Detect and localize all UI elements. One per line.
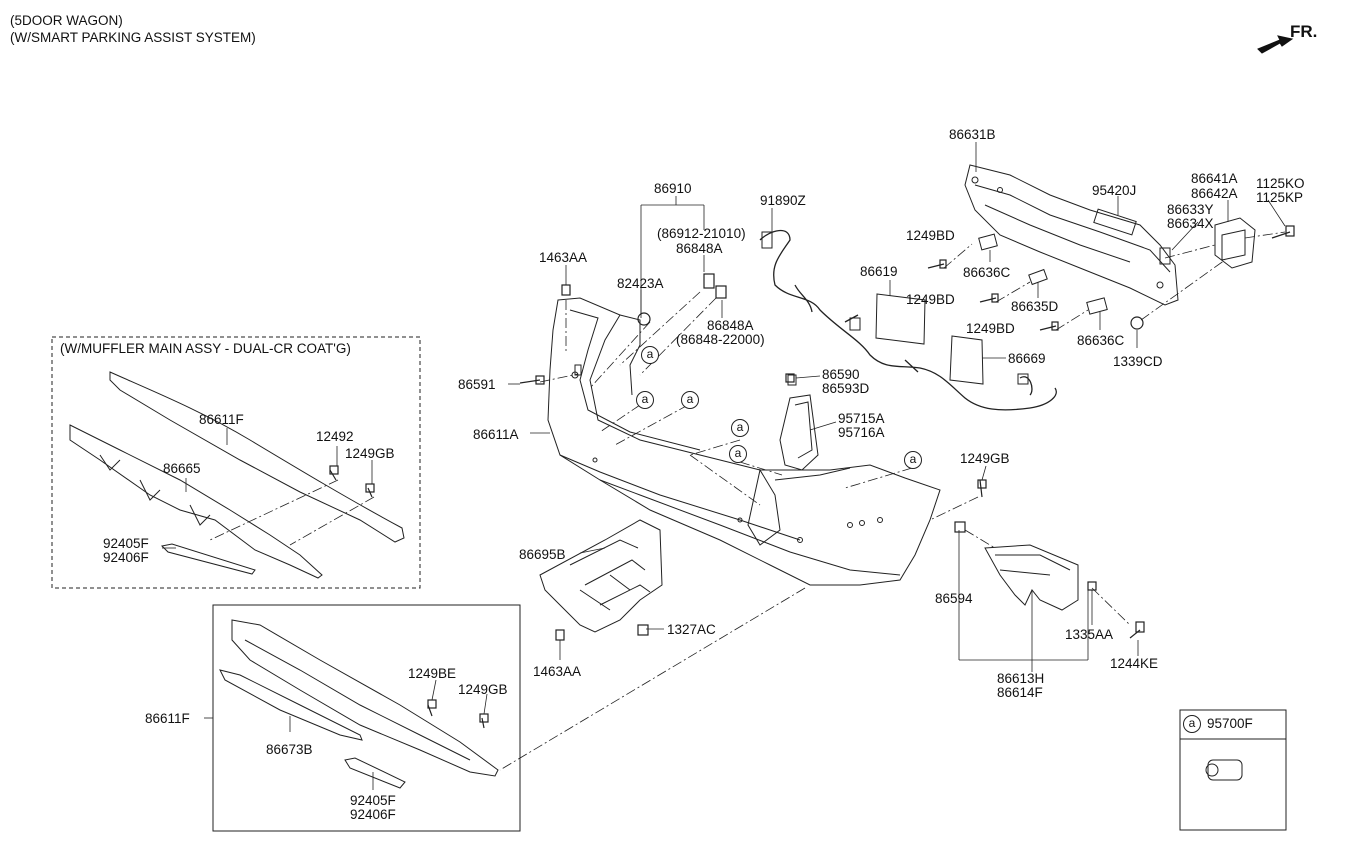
label-plate-86669 xyxy=(949,335,984,385)
part-label-12492: 12492 xyxy=(316,429,354,444)
part-label-92406F: 92406F xyxy=(103,550,149,565)
part-label-86635D: 86635D xyxy=(1011,299,1059,314)
part-label-1249BE: 1249BE xyxy=(408,666,457,681)
rear-bumper-cover xyxy=(547,297,941,586)
part-label-86633Y: 86633Y xyxy=(1167,202,1214,217)
part-label-1249BD: 1249BD xyxy=(966,321,1015,336)
part-label-86611F: 86611F xyxy=(145,711,190,726)
callout-marker: a xyxy=(731,419,749,437)
part-label-1125KP: 1125KP xyxy=(1256,190,1304,205)
part-label-86591: 86591 xyxy=(458,377,496,392)
part-label-91890Z: 91890Z xyxy=(760,193,806,208)
part-label-92405F: 92405F xyxy=(350,793,396,808)
part-label-1249GB: 1249GB xyxy=(458,682,508,697)
part-label-86642A: 86642A xyxy=(1191,186,1238,201)
part-label-86669: 86669 xyxy=(1008,351,1046,366)
part-label-86634X: 86634X xyxy=(1167,216,1214,231)
callout-marker: a xyxy=(641,346,659,364)
fasteners xyxy=(329,225,1295,729)
part-label-86695B: 86695B xyxy=(519,547,566,562)
part-label-86593D: 86593D xyxy=(822,381,870,396)
part-label-1244KE: 1244KE xyxy=(1110,656,1159,671)
undercover-part xyxy=(539,519,663,633)
part-label-86619: 86619 xyxy=(860,264,898,279)
part-label-86614F: 86614F xyxy=(997,685,1043,700)
parking-sensor-icon xyxy=(1205,759,1243,781)
part-label-1249GB: 1249GB xyxy=(345,446,395,461)
part-label-1339CD: 1339CD xyxy=(1113,354,1163,369)
part-label-86848A: 86848A xyxy=(707,318,754,333)
callout-marker: a xyxy=(636,391,654,409)
part-label-1463AA: 1463AA xyxy=(539,250,588,265)
part-label-86641A: 86641A xyxy=(1191,171,1238,186)
part-label-86613H: 86613H xyxy=(997,671,1045,686)
part-label-86590: 86590 xyxy=(822,367,860,382)
part-label-1249GB: 1249GB xyxy=(960,451,1010,466)
part-label-86594: 86594 xyxy=(935,591,973,606)
callout-marker: a xyxy=(904,451,922,469)
part-label-1249BD: 1249BD xyxy=(906,228,955,243)
sensor-callout-marker: a xyxy=(1183,715,1201,733)
bumper-beam-part xyxy=(964,164,1179,306)
part-label-95716A: 95716A xyxy=(838,425,885,440)
diffuser-garnish-86673B xyxy=(219,669,363,741)
part-label-1327AC: 1327AC xyxy=(667,622,716,637)
center-bracket-part xyxy=(779,374,819,471)
header-line-2: (W/SMART PARKING ASSIST SYSTEM) xyxy=(10,30,256,45)
part-label-86611A: 86611A xyxy=(473,427,519,442)
label-plate-86619 xyxy=(875,293,926,345)
part-label-86910: 86910 xyxy=(654,181,692,196)
reflector-92405F-low xyxy=(344,757,406,789)
part-label-86631B: 86631B xyxy=(949,127,996,142)
muffler-trim-part xyxy=(69,371,405,579)
part-label-86636C: 86636C xyxy=(1077,333,1125,348)
part-label-86673B: 86673B xyxy=(266,742,313,757)
front-direction-arrow-icon xyxy=(1257,35,1294,54)
part-label-1463AA: 1463AA xyxy=(533,664,582,679)
part-label-86665: 86665 xyxy=(163,461,201,476)
reflector-92405F-box xyxy=(160,543,256,575)
assembly-lines xyxy=(209,231,1286,771)
part-label-1335AA: 1335AA xyxy=(1065,627,1114,642)
sensor-part-number: 95700F xyxy=(1207,716,1253,731)
side-bracket-part xyxy=(1214,217,1256,269)
callout-marker: a xyxy=(729,445,747,463)
callout-marker: a xyxy=(681,391,699,409)
part-label-92405F: 92405F xyxy=(103,536,149,551)
part-label-86848A: 86848A xyxy=(676,241,723,256)
beam-clips xyxy=(978,233,1171,315)
part-label-82423A: 82423A xyxy=(617,276,664,291)
header-line-1: (5DOOR WAGON) xyxy=(10,13,123,28)
part-label-86611F: 86611F xyxy=(199,412,244,427)
part-label-92406F: 92406F xyxy=(350,807,396,822)
part-label-86912-21010: (86912-21010) xyxy=(657,226,746,241)
sensor-legend-box xyxy=(1179,709,1287,831)
part-label-95715A: 95715A xyxy=(838,411,885,426)
muffler-box-title: (W/MUFFLER MAIN ASSY - DUAL-CR COAT'G) xyxy=(57,341,354,356)
part-label-1249BD: 1249BD xyxy=(906,292,955,307)
part-label-86636C: 86636C xyxy=(963,265,1011,280)
front-direction-label: FR. xyxy=(1290,22,1318,41)
part-label-1125KO: 1125KO xyxy=(1256,176,1305,191)
part-label-86848-22000: (86848-22000) xyxy=(676,332,765,347)
part-label-95420J: 95420J xyxy=(1092,183,1137,198)
muffler-option-box xyxy=(51,336,421,589)
leader-lines xyxy=(162,142,1286,790)
side-stay-part xyxy=(984,544,1079,611)
lower-diffuser-part xyxy=(231,619,499,777)
